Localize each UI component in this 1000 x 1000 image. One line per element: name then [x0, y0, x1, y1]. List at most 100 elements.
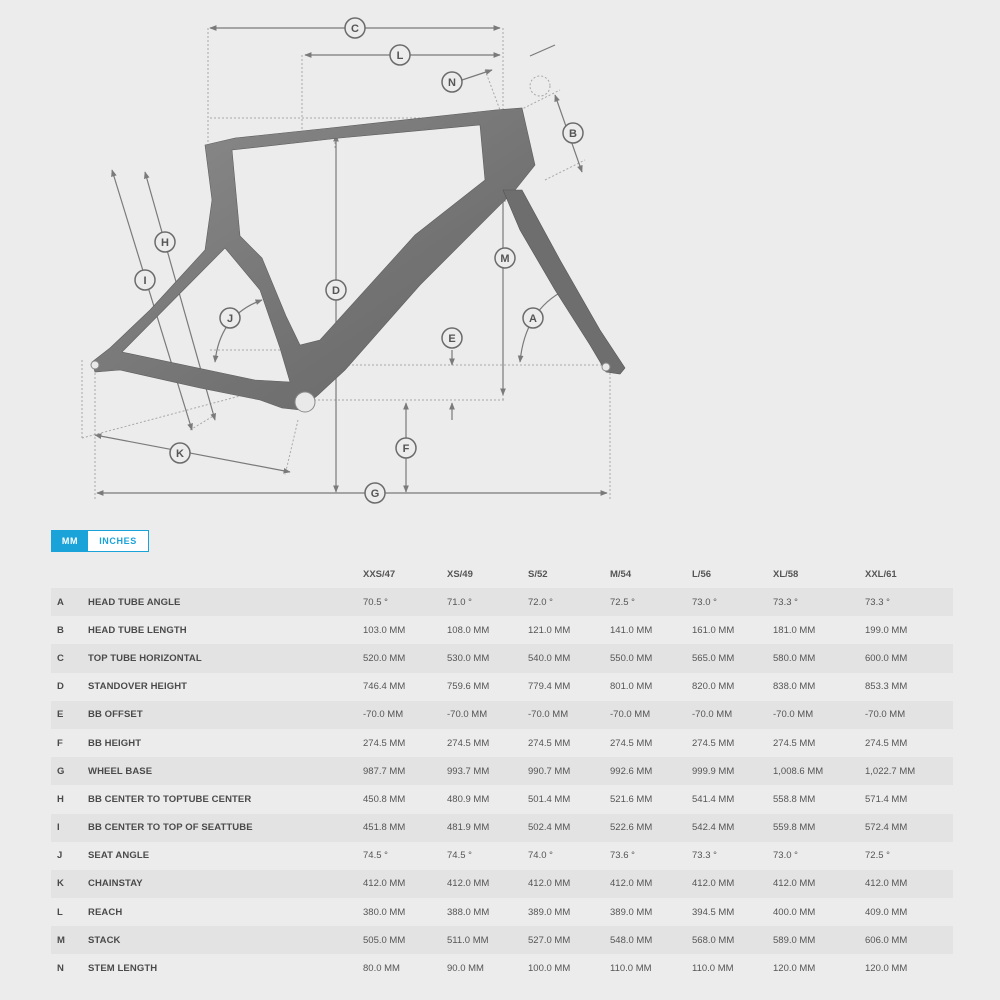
- row-value: 505.0 MM: [363, 926, 447, 955]
- row-value: 103.0 MM: [363, 616, 447, 645]
- row-value: 74.5 °: [447, 841, 528, 870]
- row-value: 121.0 MM: [528, 616, 610, 645]
- row-value: 412.0 MM: [528, 869, 610, 899]
- row-value: 450.8 MM: [363, 785, 447, 814]
- row-letter: J: [51, 841, 88, 870]
- row-value: 987.7 MM: [363, 757, 447, 786]
- row-measurement-name: HEAD TUBE ANGLE: [88, 588, 363, 617]
- row-value: 999.9 MM: [692, 757, 773, 786]
- row-value: 409.0 MM: [865, 898, 953, 927]
- row-value: 110.0 MM: [692, 954, 773, 983]
- row-value: 779.4 MM: [528, 672, 610, 701]
- row-value: 451.8 MM: [363, 813, 447, 842]
- row-value: 73.3 °: [865, 588, 953, 617]
- badge-f: F: [395, 437, 417, 459]
- badge-c: C: [344, 17, 366, 39]
- row-value: 990.7 MM: [528, 757, 610, 786]
- badge-label: F: [403, 443, 410, 455]
- badge-l: L: [389, 44, 411, 66]
- row-value: 71.0 °: [447, 588, 528, 617]
- badge-b: B: [562, 122, 584, 144]
- badge-circle: [364, 482, 386, 504]
- badge-label: D: [332, 285, 340, 297]
- row-value: 73.3 °: [773, 588, 865, 617]
- row-value: 73.0 °: [692, 588, 773, 617]
- row-value: 527.0 MM: [528, 926, 610, 955]
- row-value: 412.0 MM: [447, 869, 528, 899]
- row-value: 274.5 MM: [447, 728, 528, 758]
- badge-m: M: [494, 247, 516, 269]
- badge-label: H: [161, 237, 169, 249]
- badge-circle: [441, 327, 463, 349]
- unit-toggle[interactable]: MM INCHES: [51, 530, 149, 552]
- row-value: 568.0 MM: [692, 926, 773, 955]
- row-value: 501.4 MM: [528, 785, 610, 814]
- mm-unit-button[interactable]: MM: [52, 531, 88, 551]
- row-value: 550.0 MM: [610, 644, 692, 673]
- row-value: 481.9 MM: [447, 813, 528, 842]
- row-value: 72.5 °: [865, 841, 953, 870]
- row-letter: K: [51, 869, 88, 899]
- row-value: 571.4 MM: [865, 785, 953, 814]
- size-header-xs-49: XS/49: [447, 568, 473, 580]
- row-value: 992.6 MM: [610, 757, 692, 786]
- row-value: 141.0 MM: [610, 616, 692, 645]
- row-letter: M: [51, 926, 88, 955]
- row-value: 838.0 MM: [773, 672, 865, 701]
- row-letter: N: [51, 954, 88, 983]
- row-value: 589.0 MM: [773, 926, 865, 955]
- size-header-m-54: M/54: [610, 568, 632, 580]
- row-measurement-name: BB HEIGHT: [88, 728, 363, 758]
- row-value: 412.0 MM: [692, 869, 773, 899]
- row-value: 1,022.7 MM: [865, 757, 953, 786]
- row-value: -70.0 MM: [528, 700, 610, 729]
- badge-e: E: [441, 327, 463, 349]
- row-value: 412.0 MM: [865, 869, 953, 899]
- badge-label: I: [143, 275, 146, 287]
- row-value: 820.0 MM: [692, 672, 773, 701]
- row-value: 73.3 °: [692, 841, 773, 870]
- row-value: 389.0 MM: [528, 898, 610, 927]
- stem-circle: [529, 75, 551, 97]
- row-value: 161.0 MM: [692, 616, 773, 645]
- row-value: 380.0 MM: [363, 898, 447, 927]
- row-value: 120.0 MM: [865, 954, 953, 983]
- row-value: 73.0 °: [773, 841, 865, 870]
- row-value: 559.8 MM: [773, 813, 865, 842]
- row-value: 400.0 MM: [773, 898, 865, 927]
- row-letter: D: [51, 672, 88, 701]
- row-value: 853.3 MM: [865, 672, 953, 701]
- row-value: -70.0 MM: [865, 700, 953, 729]
- badge-label: N: [448, 77, 456, 89]
- badge-circle: [344, 17, 366, 39]
- row-measurement-name: REACH: [88, 898, 363, 927]
- badge-circle: [522, 307, 544, 329]
- row-value: 72.5 °: [610, 588, 692, 617]
- row-value: 90.0 MM: [447, 954, 528, 983]
- size-header-l-56: L/56: [692, 568, 712, 580]
- row-value: 274.5 MM: [528, 728, 610, 758]
- badge-label: G: [371, 488, 380, 500]
- badge-k: K: [169, 442, 191, 464]
- row-value: 120.0 MM: [773, 954, 865, 983]
- row-value: 74.5 °: [363, 841, 447, 870]
- row-value: -70.0 MM: [773, 700, 865, 729]
- row-value: 522.6 MM: [610, 813, 692, 842]
- badge-label: J: [227, 313, 233, 325]
- row-letter: E: [51, 700, 88, 729]
- construction-lines: [81, 28, 611, 500]
- row-measurement-name: HEAD TUBE LENGTH: [88, 616, 363, 645]
- row-letter: I: [51, 813, 88, 842]
- dimension-lines: [94, 25, 608, 496]
- row-value: 110.0 MM: [610, 954, 692, 983]
- inches-unit-button[interactable]: INCHES: [88, 531, 148, 551]
